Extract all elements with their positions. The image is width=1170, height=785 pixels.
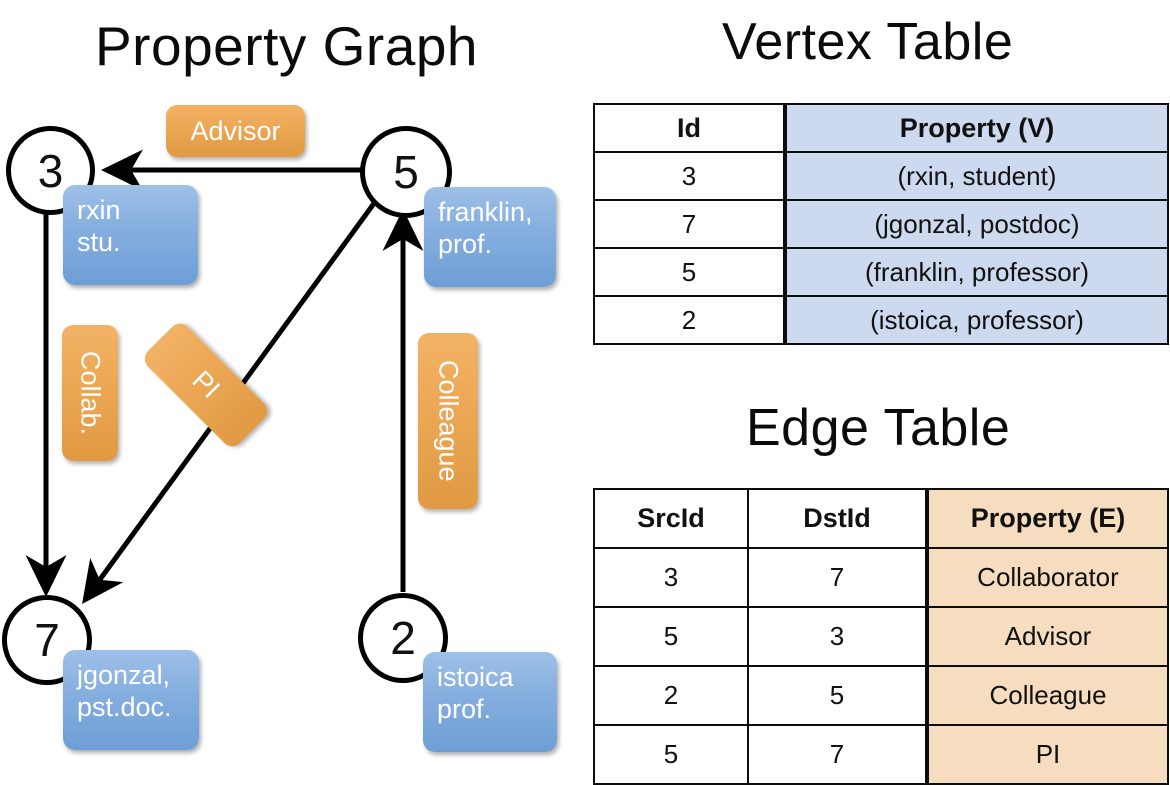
edge-row-1-property: Advisor (925, 606, 1169, 667)
node-property-7-line1: jgonzal, (77, 660, 171, 690)
vertex-row-0-property: (rxin, student) (783, 151, 1169, 201)
edge-table-header-row: SrcId DstId Property (E) (593, 488, 1169, 549)
node-property-5-line2: prof. (438, 228, 493, 259)
edge-row-3-property: PI (925, 724, 1169, 785)
vertex-row-1-property: (jgonzal, postdoc) (783, 199, 1169, 249)
edge-row-2-dst: 5 (747, 665, 928, 726)
edge-table-header-dstid: DstId (747, 488, 928, 549)
node-property-box-2: istoica prof. (423, 652, 557, 752)
vertex-table-header-row: Id Property (V) (593, 103, 1169, 153)
edge-table: SrcId DstId Property (E) 3 7 Collaborato… (593, 488, 1169, 785)
property-graph-diagram: 3 5 7 2 rxin stu. franklin, prof. jgonza… (0, 80, 585, 760)
table-row: 2 5 Colleague (593, 665, 1169, 726)
page-title-edge-table: Edge Table (746, 399, 1011, 457)
table-row: 7 (jgonzal, postdoc) (593, 199, 1169, 249)
node-property-5-line1: franklin, (438, 197, 533, 227)
edge-row-3-dst: 7 (747, 724, 928, 785)
table-row: 3 (rxin, student) (593, 151, 1169, 201)
edge-row-0-src: 3 (593, 547, 749, 608)
vertex-row-3-id: 2 (593, 295, 786, 345)
node-property-3-line1: rxin (77, 195, 121, 225)
table-row: 3 7 Collaborator (593, 547, 1169, 608)
node-property-7-line2: pst.doc. (77, 691, 172, 722)
edge-table-header-srcid: SrcId (593, 488, 749, 549)
page-title-vertex-table: Vertex Table (722, 13, 1014, 71)
table-row: 5 3 Advisor (593, 606, 1169, 667)
vertex-row-2-property: (franklin, professor) (783, 247, 1169, 297)
node-property-box-5: franklin, prof. (424, 187, 556, 287)
table-row: 2 (istoica, professor) (593, 295, 1169, 345)
vertex-table-header-id: Id (593, 103, 786, 153)
vertex-row-0-id: 3 (593, 151, 786, 201)
graph-node-3-label: 3 (37, 144, 64, 197)
vertex-row-1-id: 7 (593, 199, 786, 249)
graph-node-7-label: 7 (34, 614, 60, 666)
node-property-box-7: jgonzal, pst.doc. (63, 650, 199, 750)
edge-label-collab: Collab. (62, 325, 118, 461)
edge-row-3-src: 5 (593, 724, 749, 785)
page-title-property-graph: Property Graph (95, 15, 479, 77)
graph-node-3[interactable]: 3 (6, 126, 95, 215)
edge-row-0-property: Collaborator (925, 547, 1169, 608)
node-property-2-line1: istoica (437, 662, 514, 692)
edge-row-0-dst: 7 (747, 547, 928, 608)
edge-table-header-property: Property (E) (925, 488, 1169, 549)
vertex-row-3-property: (istoica, professor) (783, 295, 1169, 345)
table-row: 5 7 PI (593, 724, 1169, 785)
graph-node-5-label: 5 (393, 146, 419, 198)
vertex-row-2-id: 5 (593, 247, 786, 297)
edge-label-advisor: Advisor (166, 105, 305, 157)
edge-row-2-property: Colleague (925, 665, 1169, 726)
table-row: 5 (franklin, professor) (593, 247, 1169, 297)
vertex-table-header-property: Property (V) (783, 103, 1169, 153)
vertex-table: Id Property (V) 3 (rxin, student) 7 (jgo… (593, 103, 1169, 345)
edge-row-2-src: 2 (593, 665, 749, 726)
node-property-3-line2: stu. (77, 226, 121, 257)
node-property-2-line2: prof. (437, 693, 492, 724)
edge-row-1-dst: 3 (747, 606, 928, 667)
graph-node-2-label: 2 (390, 612, 416, 664)
graph-node-5[interactable]: 5 (360, 126, 452, 218)
node-property-box-3: rxin stu. (63, 185, 198, 285)
edge-label-colleague: Colleague (418, 333, 478, 509)
edge-row-1-src: 5 (593, 606, 749, 667)
